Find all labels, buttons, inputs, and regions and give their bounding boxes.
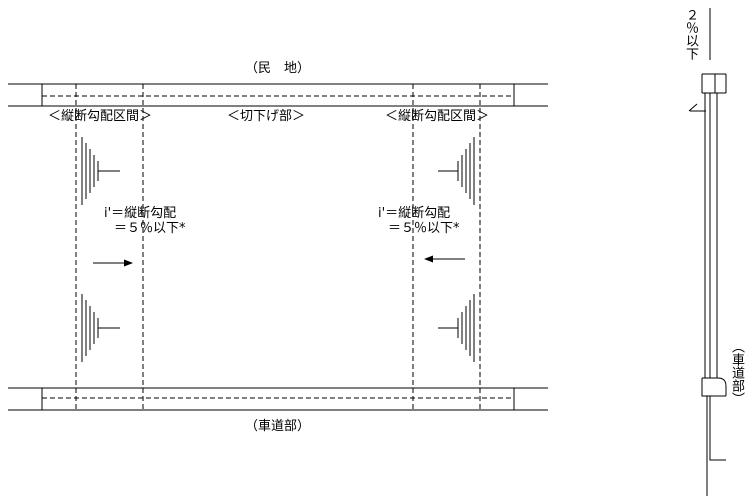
side-road-label: （車道部） (729, 340, 744, 405)
right-slope-arrow-icon (424, 255, 465, 263)
left-slope-arrow-icon (93, 259, 133, 267)
right-section-label: ＜縦断勾配区間＞ (385, 109, 490, 124)
cross-section-arrow-icon (688, 103, 706, 112)
left-section-label: ＜縦断勾配区間＞ (48, 109, 153, 124)
right-slope-label-line1: i'＝縦断勾配 (378, 206, 451, 221)
plan-view (8, 83, 548, 411)
bottom-curb (8, 387, 548, 411)
bottom-road-label: （車道部） (245, 419, 311, 434)
top-curb (8, 83, 548, 107)
left-slope-label-line1: i'＝縦断勾配 (104, 206, 177, 221)
left-lower-slope-hatch (81, 294, 120, 362)
left-slope-label-line2: ＝５％以下* (114, 221, 186, 236)
right-lower-slope-hatch (438, 294, 475, 362)
left-upper-slope-hatch (81, 137, 120, 205)
cross-section-view (688, 8, 727, 496)
side-slope-label: ２％以下 (683, 8, 698, 60)
section-boundaries (75, 84, 481, 410)
center-section-label: ＜切下げ部＞ (227, 109, 306, 124)
top-land-label: （民 地） (245, 61, 311, 76)
right-upper-slope-hatch (438, 137, 475, 205)
right-slope-label-line2: ＝５％以下* (388, 221, 460, 236)
